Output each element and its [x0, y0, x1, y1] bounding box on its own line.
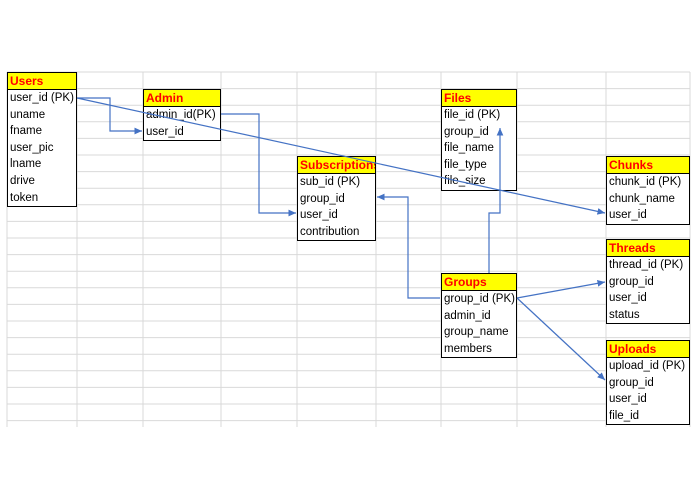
field-uploads-upload-id: upload_id (PK)	[609, 360, 686, 372]
field-users-user-pic: user_pic	[10, 141, 54, 154]
field-uploads-user-id: user_id	[609, 393, 647, 406]
field-files-file-id: file_id (PK)	[444, 109, 501, 121]
field-groups-admin-id: admin_id	[444, 309, 491, 322]
field-uploads-file-id: file_id	[609, 409, 640, 422]
table-admin[interactable]: Admin admin_id(PK) user_id	[143, 89, 221, 142]
field-files-file-type: file_type	[444, 158, 487, 171]
table-users-title: Users	[8, 73, 76, 90]
field-users-token: token	[10, 191, 39, 204]
field-threads-status: status	[609, 308, 640, 321]
table-files-title: Files	[442, 90, 516, 107]
field-threads-user-id: user_id	[609, 292, 647, 305]
field-groups-group-id: group_id (PK)	[444, 293, 515, 305]
table-chunks[interactable]: Chunks chunk_id (PK) chunk_name user_id	[606, 156, 690, 225]
field-users-uname: uname	[10, 108, 46, 121]
field-threads-group-id: group_id	[609, 275, 654, 288]
table-uploads-title: Uploads	[607, 341, 689, 358]
field-files-file-size: file_size	[444, 175, 486, 188]
table-uploads[interactable]: Uploads upload_id (PK) group_id user_id …	[606, 340, 690, 426]
field-chunks-chunk-name: chunk_name	[609, 192, 675, 205]
table-chunks-title: Chunks	[607, 157, 689, 174]
table-files[interactable]: Files file_id (PK) group_id file_name fi…	[441, 89, 517, 191]
field-subscriptions-contribution: contribution	[300, 225, 360, 238]
field-files-group-id: group_id	[444, 125, 489, 138]
table-threads-title: Threads	[607, 240, 689, 257]
table-groups[interactable]: Groups group_id (PK) admin_id group_name…	[441, 273, 517, 359]
table-admin-title: Admin	[144, 90, 220, 107]
field-files-file-name: file_name	[444, 142, 494, 155]
field-subscriptions-user-id: user_id	[300, 209, 338, 222]
field-chunks-user-id: user_id	[609, 209, 647, 222]
field-subscriptions-group-id: group_id	[300, 192, 345, 205]
table-groups-title: Groups	[442, 274, 516, 291]
field-chunks-chunk-id: chunk_id (PK)	[609, 176, 682, 188]
table-users[interactable]: Users user_id (PK) uname fname user_pic …	[7, 72, 77, 208]
field-subscriptions-sub-id: sub_id (PK)	[300, 176, 361, 188]
table-subscriptions-title: Subscriptions	[298, 157, 375, 174]
field-users-user-id: user_id (PK)	[10, 92, 74, 104]
field-users-lname: lname	[10, 158, 42, 171]
field-users-fname: fname	[10, 125, 42, 138]
field-users-drive: drive	[10, 174, 35, 187]
field-admin-user-id: user_id	[146, 125, 184, 138]
table-threads[interactable]: Threads thread_id (PK) group_id user_id …	[606, 239, 690, 325]
field-admin-admin-id: admin_id(PK)	[146, 109, 216, 121]
field-uploads-group-id: group_id	[609, 376, 654, 389]
field-threads-thread-id: thread_id (PK)	[609, 259, 684, 271]
field-groups-group-name: group_name	[444, 326, 509, 339]
field-groups-members: members	[444, 342, 492, 355]
table-subscriptions[interactable]: Subscriptions sub_id (PK) group_id user_…	[297, 156, 376, 242]
